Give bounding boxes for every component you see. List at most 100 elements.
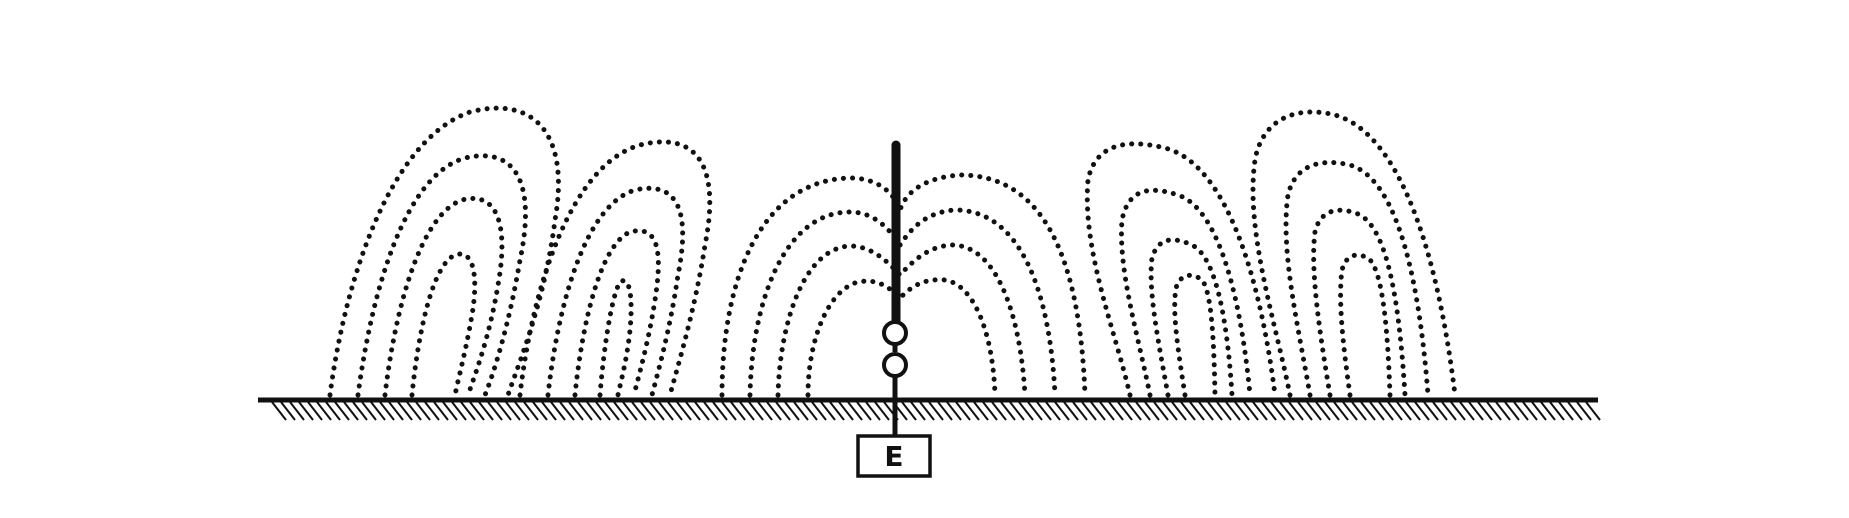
ground-hatch-stroke [721, 401, 737, 421]
ground-hatch-stroke [811, 401, 827, 421]
ground-hatch-stroke [757, 401, 773, 421]
ground-hatch-stroke [685, 401, 701, 421]
ground-hatch-stroke [775, 401, 791, 421]
ground-hatch-stroke [1486, 401, 1502, 421]
ground-hatch-stroke [316, 401, 332, 421]
ground-hatch-stroke [622, 401, 638, 421]
ground-hatch-stroke [505, 401, 521, 421]
ground-hatch-stroke [487, 401, 503, 421]
ground-hatch-stroke [946, 401, 962, 421]
ground-hatch-stroke [1072, 401, 1088, 421]
ground-hatch-stroke [298, 401, 314, 421]
ground-hatch-stroke [460, 401, 476, 421]
ground [258, 397, 1601, 421]
ground-hatch-stroke [1441, 401, 1457, 421]
ground-hatch-stroke [703, 401, 719, 421]
ground-hatch-stroke [784, 401, 800, 421]
ground-hatch-stroke [1342, 401, 1358, 421]
field-line-midright-3 [1148, 237, 1235, 398]
ground-hatch-stroke [802, 401, 818, 421]
ground-hatch-stroke [640, 401, 656, 421]
field-line-left-outer-1 [327, 105, 561, 398]
ground-hatch-stroke [919, 401, 935, 421]
ground-hatch-stroke [289, 401, 305, 421]
ground-hatch-stroke [280, 401, 296, 421]
ground-hatch-stroke [1558, 401, 1574, 421]
ground-hatch-stroke [361, 401, 377, 421]
ground-hatch-stroke [388, 401, 404, 421]
ground-hatch-stroke [658, 401, 674, 421]
ground-hatch-stroke [631, 401, 647, 421]
ground-hatch-stroke [1054, 401, 1070, 421]
ground-hatch-stroke [433, 401, 449, 421]
ground-hatch-stroke [820, 401, 836, 421]
ground-hatch-stroke [1369, 401, 1385, 421]
spark-gap-upper-ball [882, 320, 908, 346]
ground-hatch-stroke [1009, 401, 1025, 421]
field-line-left-outer-4 [409, 251, 478, 398]
ground-hatch-stroke [1090, 401, 1106, 421]
field-line-right-3 [1311, 207, 1408, 398]
ground-hatch-stroke [1477, 401, 1493, 421]
ground-hatch-stroke [865, 401, 881, 421]
ground-hatch-stroke [838, 401, 854, 421]
ground-hatch-stroke [1504, 401, 1520, 421]
ground-hatch-stroke [1306, 401, 1322, 421]
ground-hatch-stroke [1135, 401, 1151, 421]
ground-hatch-stroke [856, 401, 872, 421]
ground-hatch-stroke [1099, 401, 1115, 421]
ground-hatch-stroke [1153, 401, 1169, 421]
ground-hatch-stroke [271, 401, 287, 421]
ground-hatch-stroke [1261, 401, 1277, 421]
ground-hatch-stroke [1585, 401, 1601, 421]
ground-hatch-stroke [604, 401, 620, 421]
ground-hatch-stroke [307, 401, 323, 421]
ground-hatch-stroke [829, 401, 845, 421]
ground-hatch-stroke [1333, 401, 1349, 421]
ground-hatch-stroke [1315, 401, 1331, 421]
ground-hatch-stroke [1000, 401, 1016, 421]
ground-hatch-stroke [1450, 401, 1466, 421]
field-line-midleft-4 [597, 278, 634, 398]
ground-hatching [271, 401, 1601, 421]
ground-hatch-stroke [748, 401, 764, 421]
ground-hatch-stroke [406, 401, 422, 421]
ground-hatch-stroke [379, 401, 395, 421]
ground-hatch-stroke [955, 401, 971, 421]
ground-hatch-stroke [1405, 401, 1421, 421]
field-line-midright-2 [1118, 187, 1253, 398]
field-line-midright-1 [1084, 141, 1278, 398]
ground-hatch-stroke [550, 401, 566, 421]
ground-hatch-stroke [1567, 401, 1583, 421]
ground-hatch-stroke [469, 401, 485, 421]
ground-hatch-stroke [1171, 401, 1187, 421]
ground-hatch-stroke [1576, 401, 1592, 421]
ground-hatch-stroke [496, 401, 512, 421]
ground-hatch-stroke [1018, 401, 1034, 421]
earth-plate-box [856, 434, 932, 478]
ground-hatch-stroke [1432, 401, 1448, 421]
ground-hatch-stroke [1189, 401, 1205, 421]
ground-hatch-stroke [1144, 401, 1160, 421]
ground-hatch-stroke [577, 401, 593, 421]
ground-hatch-stroke [442, 401, 458, 421]
ground-hatch-stroke [1387, 401, 1403, 421]
ground-hatch-stroke [766, 401, 782, 421]
ground-hatch-stroke [649, 401, 665, 421]
field-line-midleft-1 [517, 139, 713, 398]
ground-hatch-stroke [928, 401, 944, 421]
ground-hatch-stroke [370, 401, 386, 421]
field-line-right-1 [1250, 109, 1458, 398]
ground-hatch-stroke [1297, 401, 1313, 421]
ground-hatch-stroke [514, 401, 530, 421]
ground-hatch-stroke [730, 401, 746, 421]
ground-hatch-stroke [397, 401, 413, 421]
field-line-midleft-3 [572, 228, 661, 398]
ground-hatch-stroke [694, 401, 710, 421]
ground-hatch-stroke [1063, 401, 1079, 421]
ground-hatch-stroke [568, 401, 584, 421]
ground-hatch-stroke [712, 401, 728, 421]
ground-hatch-stroke [352, 401, 368, 421]
ground-hatch-stroke [532, 401, 548, 421]
field-line-center-1 [719, 172, 1088, 398]
